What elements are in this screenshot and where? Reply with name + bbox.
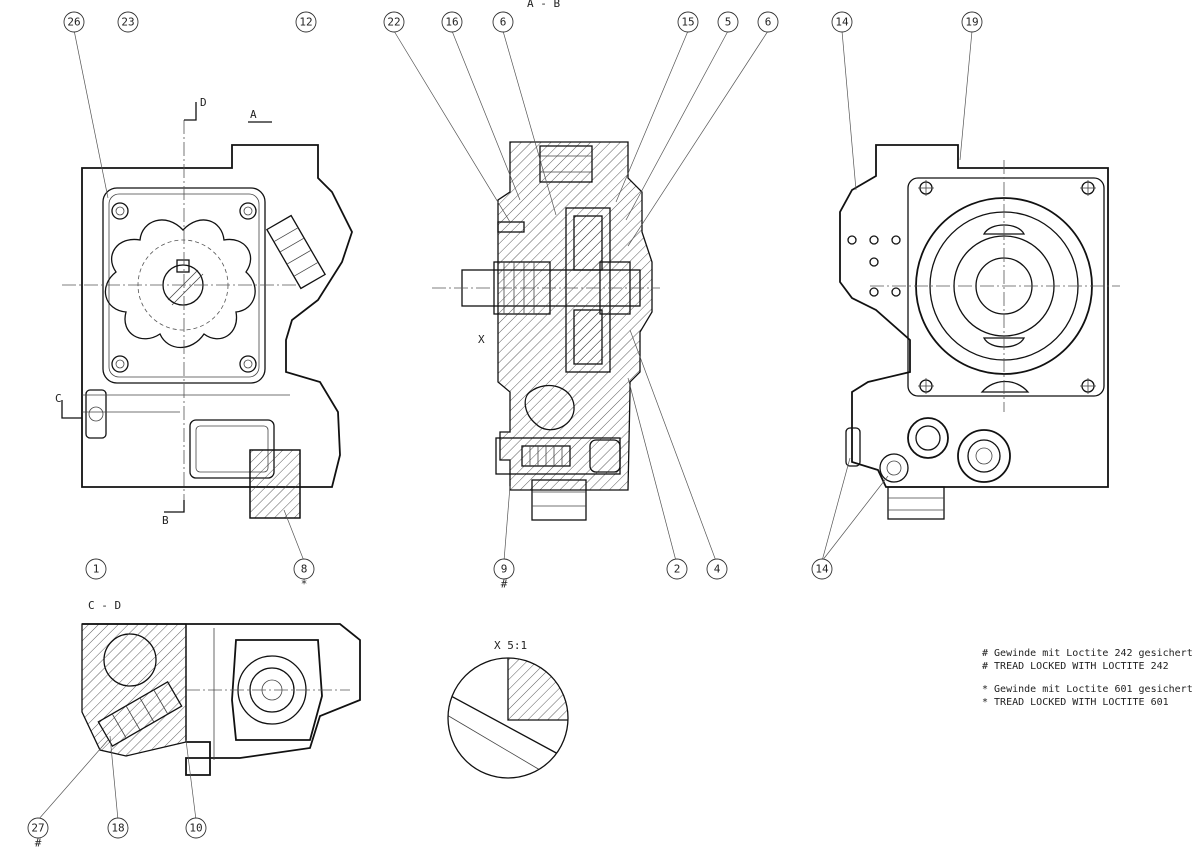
note-loctite-601-de: * Gewinde mit Loctite 601 gesichert xyxy=(982,684,1193,695)
svg-text:9: 9 xyxy=(501,563,508,576)
detail-x-view xyxy=(447,657,569,779)
cut-letter-a: A xyxy=(250,108,257,121)
svg-text:14: 14 xyxy=(835,16,849,29)
leader-lines xyxy=(37,29,973,821)
svg-text:22: 22 xyxy=(387,16,400,29)
cut-letter-c: C xyxy=(55,392,62,405)
balloon-4: 4 xyxy=(706,558,728,580)
balloon-6: 6 xyxy=(492,11,514,33)
svg-text:1: 1 xyxy=(93,563,100,576)
svg-text:19: 19 xyxy=(965,16,978,29)
balloon-18: 18 xyxy=(107,817,129,839)
cut-letter-b: B xyxy=(162,514,169,527)
svg-text:10: 10 xyxy=(189,822,202,835)
section-ab-view xyxy=(432,141,660,521)
cut-letter-d: D xyxy=(200,96,207,109)
section-title-cd: C - D xyxy=(88,599,121,612)
balloon-27: 27 # xyxy=(27,817,49,850)
balloon-26: 26 xyxy=(63,11,85,33)
balloon-15: 15 xyxy=(677,11,699,33)
svg-text:6: 6 xyxy=(765,16,772,29)
balloon-2: 2 xyxy=(666,558,688,580)
section-title-ab: A - B xyxy=(527,0,560,10)
detail-letter-x: X xyxy=(478,333,485,346)
svg-text:12: 12 xyxy=(299,16,312,29)
note-loctite-242-de: # Gewinde mit Loctite 242 gesichert xyxy=(982,648,1193,659)
balloon-19: 19 xyxy=(961,11,983,33)
balloon-9: 9# xyxy=(493,558,515,591)
svg-text:*: * xyxy=(301,578,308,591)
svg-text:4: 4 xyxy=(714,563,721,576)
svg-text:27: 27 xyxy=(31,822,44,835)
svg-text:5: 5 xyxy=(725,16,732,29)
svg-text:14: 14 xyxy=(815,563,829,576)
detail-x-title: X 5:1 xyxy=(494,639,527,652)
svg-text:#: # xyxy=(35,837,42,850)
note-loctite-242-en: # TREAD LOCKED WITH LOCTITE 242 xyxy=(982,661,1169,672)
balloon-14-top: 14 xyxy=(831,11,853,33)
svg-text:#: # xyxy=(501,578,508,591)
front-view xyxy=(61,102,353,519)
svg-text:16: 16 xyxy=(445,16,458,29)
svg-text:18: 18 xyxy=(111,822,124,835)
section-cd-view xyxy=(81,623,361,776)
svg-text:6: 6 xyxy=(500,16,507,29)
balloon-14-bottom: 14 xyxy=(811,558,833,580)
svg-text:15: 15 xyxy=(681,16,694,29)
svg-text:2: 2 xyxy=(674,563,681,576)
balloon-5: 5 xyxy=(717,11,739,33)
balloon-6-right: 6 xyxy=(757,11,779,33)
balloon-10: 10 xyxy=(185,817,207,839)
balloon-8: 8* xyxy=(293,558,315,591)
balloon-23: 23 xyxy=(117,11,139,33)
svg-text:26: 26 xyxy=(67,16,80,29)
balloon-1: 1 xyxy=(85,558,107,580)
svg-text:8: 8 xyxy=(301,563,308,576)
rear-view xyxy=(839,144,1120,520)
note-loctite-601-en: * TREAD LOCKED WITH LOCTITE 601 xyxy=(982,697,1169,708)
svg-text:23: 23 xyxy=(121,16,134,29)
balloon-22: 22 xyxy=(383,11,405,33)
balloon-12: 12 xyxy=(295,11,317,33)
balloon-16: 16 xyxy=(441,11,463,33)
